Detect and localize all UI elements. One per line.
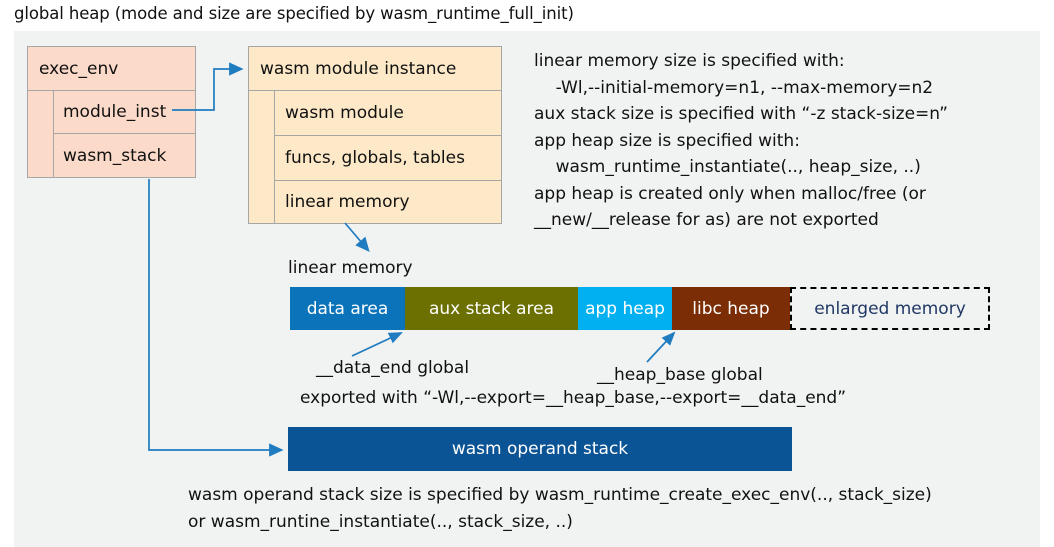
segment-libc-heap-label: libc heap	[692, 298, 770, 319]
module-instance-row-linear-memory: linear memory	[275, 181, 501, 223]
segment-aux-stack-area-label: aux stack area	[428, 298, 555, 319]
wasm-stack-label: wasm_stack	[63, 145, 167, 166]
linear-memory-caption: linear memory	[288, 258, 413, 278]
wasm-operand-stack-label: wasm operand stack	[451, 439, 629, 459]
segment-data-area-label: data area	[306, 298, 389, 319]
segment-libc-heap: libc heap	[672, 287, 790, 330]
module-instance-gutter	[249, 91, 275, 223]
linear-memory-label: linear memory	[285, 192, 410, 212]
segment-enlarged-memory: enlarged memory	[790, 287, 990, 330]
wasm-module-label: wasm module	[285, 103, 404, 123]
annotation-data-end: __data_end global	[316, 358, 470, 378]
segment-data-area: data area	[290, 287, 405, 330]
exec-env-header-row: exec_env	[28, 47, 195, 91]
exec-env-row-module-inst: module_inst	[54, 91, 195, 134]
annotation-export-note: exported with “-Wl,--export=__heap_base,…	[300, 388, 847, 408]
module-instance-header-row: wasm module instance	[249, 47, 501, 91]
module-instance-row-funcs-globals-tables: funcs, globals, tables	[275, 136, 501, 181]
page-title: global heap (mode and size are specified…	[14, 4, 574, 23]
module-instance-header-label: wasm module instance	[260, 58, 457, 79]
annotation-heap-base: __heap_base global	[597, 365, 763, 385]
funcs-globals-tables-label: funcs, globals, tables	[285, 148, 465, 168]
module-instance-box: wasm module instance wasm module funcs, …	[248, 46, 502, 224]
exec-env-row-wasm-stack: wasm_stack	[54, 134, 195, 177]
linear-memory-notes: linear memory size is specified with: -W…	[534, 51, 948, 230]
module-instance-row-wasm-module: wasm module	[275, 91, 501, 136]
exec-env-box: exec_env module_inst wasm_stack	[27, 46, 196, 178]
operand-stack-notes: wasm operand stack size is specified by …	[188, 485, 932, 532]
wasm-operand-stack-box: wasm operand stack	[288, 427, 792, 471]
segment-app-heap-label: app heap	[585, 298, 665, 319]
exec-env-header-label: exec_env	[39, 58, 119, 79]
module-inst-label: module_inst	[63, 102, 167, 122]
segment-aux-stack-area: aux stack area	[405, 287, 578, 330]
segment-enlarged-memory-label: enlarged memory	[814, 298, 966, 319]
segment-app-heap: app heap	[578, 287, 672, 330]
exec-env-gutter	[28, 91, 54, 177]
